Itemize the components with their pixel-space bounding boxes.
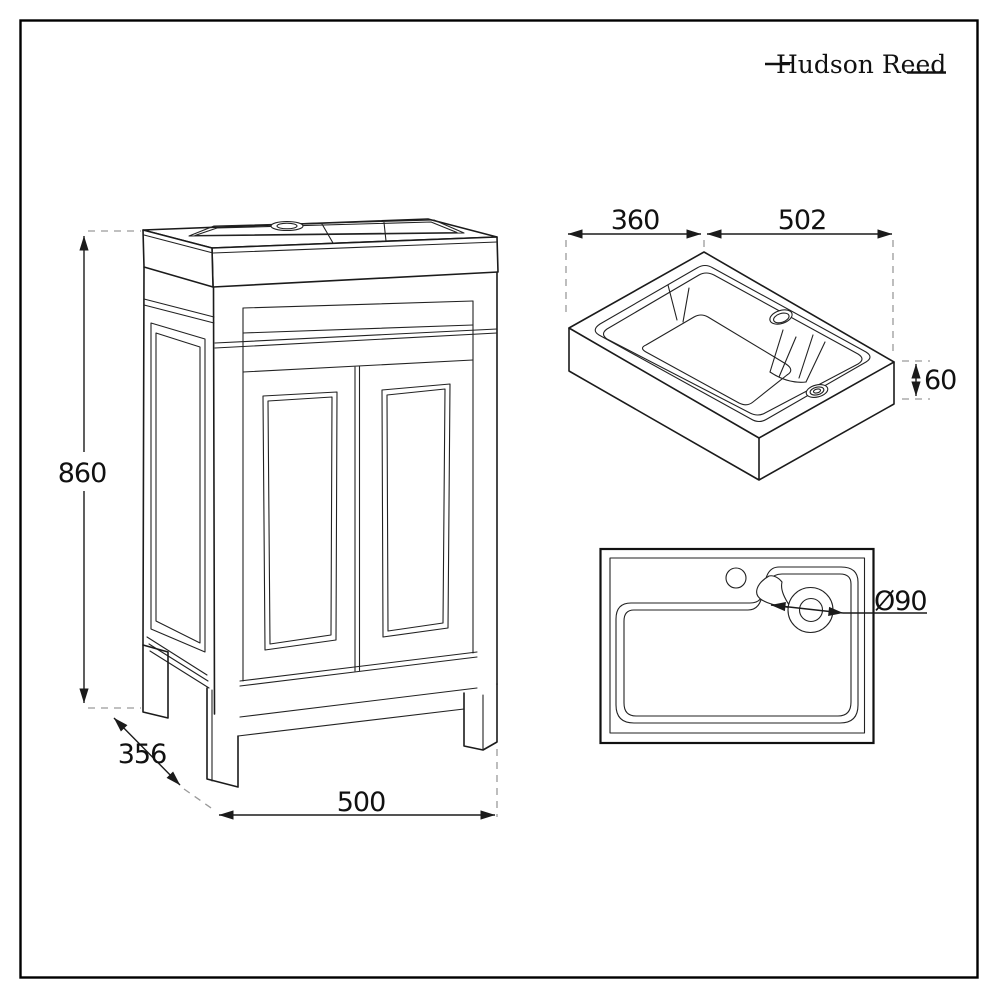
- basin-body: [568, 251, 895, 481]
- extension-line-depth: [183, 788, 215, 811]
- cabinet-side-panel: [142, 266, 215, 689]
- doors-bottom-line: [239, 651, 478, 682]
- side-bottom-rail-lines: [146, 636, 210, 689]
- basin-step-lines: [321, 221, 387, 244]
- bowl-bottom-curve-near-waste: [769, 371, 807, 383]
- basin-sides: [568, 327, 895, 481]
- bowl-corner-slope-lines: [667, 284, 690, 323]
- diameter-dim-line: [770, 602, 844, 616]
- basin-plan-view: Ø90: [599, 547, 928, 745]
- bottom-rail-bottom-line: [239, 687, 478, 718]
- back-left-edge: [142, 266, 145, 646]
- waste-mid: [809, 386, 825, 396]
- page-border: [19, 19, 979, 979]
- front-left-leg: [206, 687, 239, 788]
- iso-top-dimensions: 360 502: [565, 205, 894, 357]
- vanity-front-view: 860 356 500: [58, 218, 499, 820]
- side-panel-outer: [150, 322, 206, 653]
- top-rail-line-2: [242, 324, 474, 334]
- basin-rim-inner: [194, 221, 458, 237]
- dimension-height-label: 860: [58, 458, 107, 489]
- right-door-panel-outer: [381, 383, 451, 638]
- dimension-basin-width-label: 502: [778, 205, 827, 236]
- door-gap-lines: [354, 365, 361, 672]
- depth-dim-line: [113, 717, 181, 786]
- dimension-width-label: 500: [337, 787, 386, 818]
- top-rail-line-1: [242, 300, 474, 309]
- plan-overflow-curve: [756, 575, 792, 609]
- back-left-leg: [142, 644, 169, 719]
- basin-rim-inner: [602, 272, 863, 416]
- basin-bowl-bottom: [641, 314, 792, 406]
- front-view-dimensions: 860 356 500: [58, 230, 498, 820]
- plan-tap-hole: [725, 567, 747, 589]
- basin-rim-outer: [594, 264, 871, 423]
- front-left-stile-edge: [212, 286, 216, 715]
- countertop-basin: [142, 218, 499, 288]
- left-door-panel-outer: [262, 391, 338, 651]
- door-opening-top-line: [242, 359, 474, 373]
- right-door-panel-inner: [386, 388, 446, 632]
- cabinet-frame: [212, 271, 498, 737]
- apron-underside-line: [237, 708, 465, 737]
- bottom-rail-top-line: [239, 656, 478, 687]
- tap-hole-inner: [773, 312, 790, 324]
- dimension-waste-diameter-label: Ø90: [874, 586, 927, 617]
- basin-isometric-view: 360 502: [565, 205, 957, 481]
- bowl-step-slope-lines: [769, 329, 826, 383]
- mid-rail-line-2: [214, 332, 498, 349]
- brand-logo: Hudson Reed: [765, 50, 946, 79]
- waste-inner: [812, 388, 822, 394]
- waste-diameter-dimension: Ø90: [770, 586, 928, 617]
- tap-hole-iso: [769, 309, 793, 325]
- dimension-basin-depth-label: 360: [611, 205, 660, 236]
- front-right-leg: [463, 683, 498, 751]
- tap-hole: [276, 222, 298, 230]
- dimension-depth-label: 356: [118, 739, 167, 770]
- waste-hole-iso: [805, 384, 829, 398]
- countertop-rim-edge-line: [143, 234, 498, 254]
- cabinet-legs: [142, 644, 498, 788]
- left-door-panel-inner: [267, 396, 333, 645]
- plan-inner-rect: [609, 557, 866, 734]
- mid-rail-line-1: [214, 328, 498, 344]
- cabinet-doors: [262, 383, 451, 651]
- brand-logo-text: Hudson Reed: [776, 50, 946, 79]
- side-panel-inner: [155, 332, 201, 644]
- plan-outer-rect: [599, 547, 875, 745]
- iso-height-dimension: 60: [902, 360, 957, 400]
- dimension-basin-height-label: 60: [924, 365, 956, 396]
- side-top-band-lines: [143, 298, 215, 324]
